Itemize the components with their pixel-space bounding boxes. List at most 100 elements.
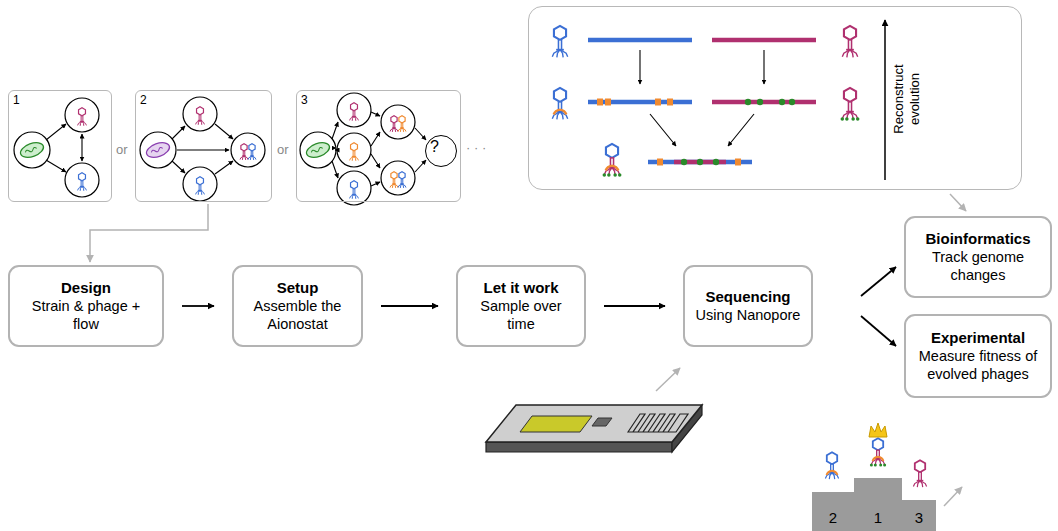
ellipsis-label: · · · — [466, 140, 486, 155]
flow-arrow — [639, 50, 640, 84]
flow-arrow — [371, 154, 380, 168]
mutation-mark — [681, 159, 687, 165]
unknown-outcome-circle: ? — [425, 135, 457, 167]
phage-icon — [552, 26, 567, 58]
leader-arrow — [944, 487, 962, 506]
flow-connector — [861, 267, 896, 296]
phage-icon — [913, 460, 926, 487]
leader-arrow — [656, 368, 680, 391]
phage-leg — [242, 156, 244, 160]
genome-bar — [712, 38, 816, 43]
phage-icon — [841, 88, 860, 121]
phage-leg — [248, 156, 252, 160]
bacterium-icon — [305, 140, 332, 160]
culture-circle — [337, 171, 371, 205]
flow-arrow — [215, 124, 233, 139]
receptor-dot — [851, 117, 855, 121]
podium-step: 3 — [902, 500, 936, 531]
phage-leg — [354, 156, 358, 160]
tail-fiber — [873, 457, 878, 461]
receptor-dot — [879, 463, 882, 466]
phage-leg — [82, 121, 86, 125]
phage-head — [197, 107, 204, 115]
receptor-dot — [856, 117, 860, 121]
phage-head — [827, 452, 837, 464]
flow-arrow — [46, 160, 66, 172]
node-title: 3 — [301, 93, 308, 107]
flow-arrow — [46, 124, 66, 140]
culture-circle — [381, 161, 415, 195]
tail-fiber — [554, 110, 560, 115]
phage-icon — [842, 26, 857, 58]
node-title: ? — [430, 138, 439, 156]
crown — [869, 423, 887, 437]
culture-circle — [381, 105, 415, 139]
genome-bar — [588, 100, 692, 105]
podium-step: 2 — [812, 492, 854, 531]
phage-leg — [352, 116, 354, 120]
chip-serpentine — [628, 414, 688, 432]
phage-head — [399, 116, 405, 123]
mutation-mark — [757, 99, 763, 105]
flow-arrow — [172, 126, 185, 139]
flow-arrow — [332, 122, 338, 139]
mutation-mark — [745, 99, 751, 105]
phage-icon — [240, 144, 248, 160]
culture-circle — [337, 93, 371, 127]
genome-bar — [712, 100, 816, 105]
node-title: Let it work — [483, 279, 558, 297]
phage-icon — [350, 181, 359, 199]
phage-leg — [557, 112, 560, 120]
chip-top — [486, 405, 702, 442]
phage-head — [554, 88, 566, 102]
phage-tail — [393, 179, 395, 184]
receptor-dot — [607, 173, 611, 177]
flow-arrow — [215, 161, 233, 174]
phage-leg — [198, 190, 200, 194]
phage-leg — [829, 473, 832, 480]
bacterium-icon — [19, 140, 46, 160]
phage-tail — [353, 151, 355, 157]
phage-leg — [200, 120, 204, 124]
phage-tail — [353, 189, 355, 195]
phage-head — [351, 103, 358, 111]
phage-head — [399, 172, 405, 179]
scenario-panel: 2 — [135, 90, 272, 202]
flow-arrow — [177, 149, 229, 150]
node-title: 1 — [874, 509, 882, 531]
phage-icon — [870, 438, 886, 466]
mutation-mark — [655, 99, 661, 106]
receptor-dot — [603, 173, 607, 177]
node-body: Measure fitness of evolved phages — [914, 347, 1042, 383]
phage-icon — [552, 88, 567, 120]
phage-icon — [350, 103, 359, 121]
flow-arrow — [81, 134, 82, 161]
phage-tail — [848, 102, 851, 112]
culture-circle — [183, 167, 217, 201]
or-label: or — [277, 142, 289, 157]
phage-leg — [82, 186, 86, 190]
phage-head — [351, 181, 358, 189]
phage-head — [197, 177, 204, 185]
cell-dna — [311, 147, 323, 154]
node-title: Bioinformatics — [925, 230, 1030, 248]
evolution-panel: Reconstruct evolution — [528, 6, 1022, 190]
phage-leg — [400, 128, 402, 132]
mutation-mark — [597, 99, 603, 106]
phage-leg — [350, 194, 354, 198]
phage-leg — [917, 481, 920, 488]
phage-leg — [352, 156, 354, 160]
or-label: or — [116, 142, 128, 157]
phage-leg — [196, 190, 200, 194]
icons — [14, 20, 927, 487]
receptor-dot — [613, 173, 617, 177]
flow-arrow — [415, 128, 426, 140]
phage-head — [391, 172, 397, 179]
phage-tail — [393, 123, 395, 128]
phage-head — [351, 143, 358, 151]
mutation-mark — [605, 99, 611, 106]
node-body: Assemble the Aionostat — [242, 297, 353, 333]
phage-leg — [850, 50, 858, 57]
phage-leg — [250, 156, 252, 160]
phage-leg — [252, 156, 256, 160]
